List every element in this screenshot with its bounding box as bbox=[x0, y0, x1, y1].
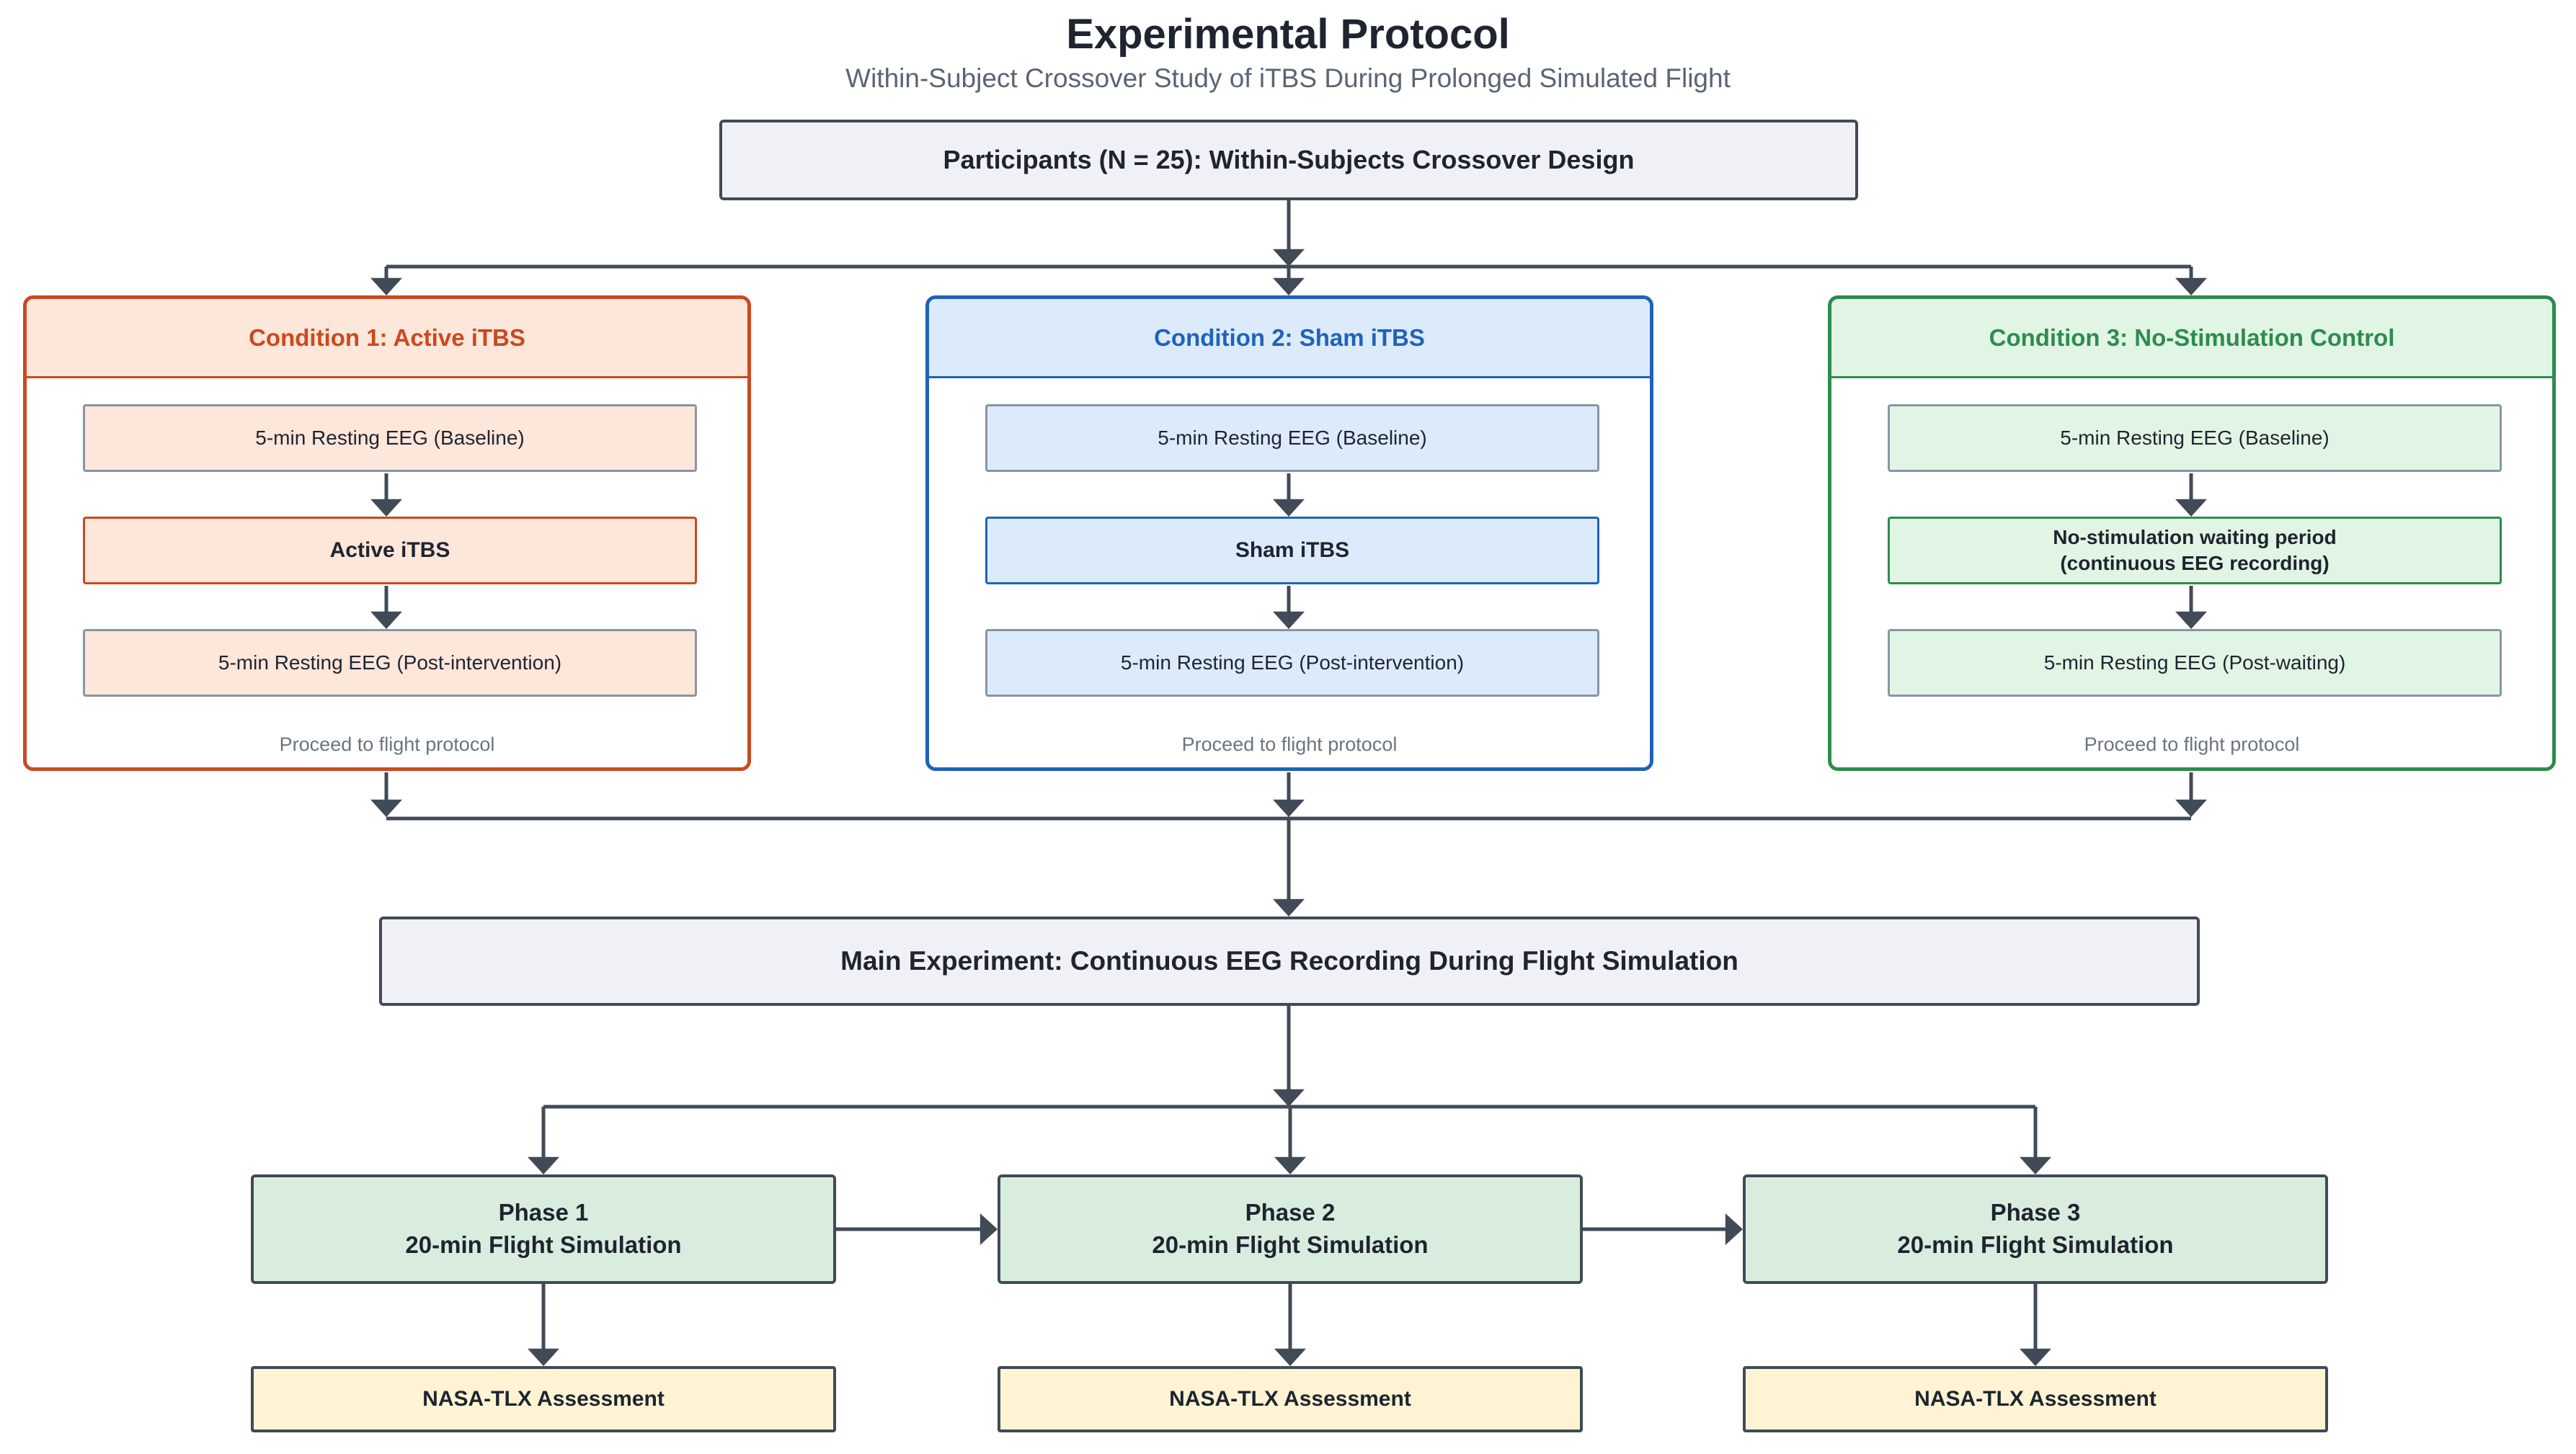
arrow-phase-3-to-assessment-head bbox=[2020, 1348, 2051, 1366]
arrow-to-condition-1-head bbox=[370, 277, 402, 295]
condition-3-intervention-line2: (continuous EEG recording) bbox=[2060, 552, 2329, 574]
arrow-condition-3-step2-head bbox=[2175, 611, 2207, 629]
diagram-title: Experimental Protocol bbox=[1066, 11, 1510, 58]
phase-3-assessment: NASA-TLX Assessment bbox=[1743, 1366, 2328, 1432]
arrow-to-phase-1-head bbox=[528, 1156, 559, 1174]
condition-2-baseline-eeg: 5-min Resting EEG (Baseline) bbox=[985, 404, 1599, 472]
condition-1-title: Condition 1: Active iTBS bbox=[27, 299, 747, 378]
arrow-to-main-experiment-head bbox=[1273, 898, 1305, 916]
arrow-to-condition-3-head bbox=[2175, 277, 2207, 295]
condition-3-intervention-line1: No-stimulation waiting period bbox=[2053, 525, 2337, 548]
arrow-condition-3-out-head bbox=[2175, 799, 2207, 817]
arrow-to-condition-2-head bbox=[1273, 277, 1305, 295]
condition-3-baseline-eeg: 5-min Resting EEG (Baseline) bbox=[1888, 404, 2502, 472]
condition-2-intervention: Sham iTBS bbox=[985, 517, 1599, 584]
arrow-condition-2-step1-head bbox=[1273, 499, 1305, 517]
arrow-participants-center-head bbox=[1273, 249, 1305, 267]
phase-1-box: Phase 1 20-min Flight Simulation bbox=[251, 1174, 836, 1284]
condition-3-panel: Condition 3: No-Stimulation Control 5-mi… bbox=[1828, 295, 2556, 771]
arrow-to-phase-3-head bbox=[2020, 1156, 2051, 1174]
condition-1-footer: Proceed to flight protocol bbox=[279, 733, 495, 755]
arrow-phase-1-to-assessment-head bbox=[528, 1348, 559, 1366]
phase-1-desc: 20-min Flight Simulation bbox=[405, 1231, 682, 1258]
condition-3-intervention: No-stimulation waiting period (continuou… bbox=[1888, 517, 2502, 584]
arrow-condition-1-out-head bbox=[370, 799, 402, 817]
arrow-phase1-to-phase2-head bbox=[980, 1213, 998, 1245]
arrow-condition-2-step2-head bbox=[1273, 611, 1305, 629]
condition-1-post-eeg: 5-min Resting EEG (Post-intervention) bbox=[83, 629, 697, 697]
phase-2-box: Phase 2 20-min Flight Simulation bbox=[998, 1174, 1583, 1284]
phase-2-assessment: NASA-TLX Assessment bbox=[998, 1366, 1583, 1432]
phase-2-name: Phase 2 bbox=[1245, 1199, 1336, 1226]
arrow-condition-2-out-head bbox=[1273, 799, 1305, 817]
arrow-phase-2-to-assessment-head bbox=[1274, 1348, 1306, 1366]
main-experiment-box: Main Experiment: Continuous EEG Recordin… bbox=[379, 916, 2200, 1006]
condition-3-post-eeg: 5-min Resting EEG (Post-waiting) bbox=[1888, 629, 2502, 697]
phase-3-box: Phase 3 20-min Flight Simulation bbox=[1743, 1174, 2328, 1284]
condition-3-footer: Proceed to flight protocol bbox=[2084, 733, 2300, 755]
phase-3-name: Phase 3 bbox=[1990, 1199, 2081, 1226]
phase-2-desc: 20-min Flight Simulation bbox=[1152, 1231, 1429, 1258]
phase-1-assessment: NASA-TLX Assessment bbox=[251, 1366, 836, 1432]
condition-2-post-eeg: 5-min Resting EEG (Post-intervention) bbox=[985, 629, 1599, 697]
condition-3-title: Condition 3: No-Stimulation Control bbox=[1831, 299, 2552, 378]
arrow-phase2-to-phase3-head bbox=[1725, 1213, 1743, 1245]
arrow-condition-1-step2-head bbox=[370, 611, 402, 629]
phase-3-desc: 20-min Flight Simulation bbox=[1897, 1231, 2174, 1258]
participants-box: Participants (N = 25): Within-Subjects C… bbox=[719, 120, 1858, 200]
condition-1-panel: Condition 1: Active iTBS 5-min Resting E… bbox=[23, 295, 751, 771]
condition-2-panel: Condition 2: Sham iTBS 5-min Resting EEG… bbox=[925, 295, 1653, 771]
arrow-condition-3-step1-head bbox=[2175, 499, 2207, 517]
phase-1-name: Phase 1 bbox=[498, 1199, 589, 1226]
diagram-subtitle: Within-Subject Crossover Study of iTBS D… bbox=[845, 63, 1731, 93]
arrow-to-phase-2-head bbox=[1274, 1156, 1306, 1174]
condition-2-footer: Proceed to flight protocol bbox=[1181, 733, 1398, 755]
arrow-main-center-head bbox=[1273, 1089, 1305, 1107]
condition-1-intervention: Active iTBS bbox=[83, 517, 697, 584]
condition-2-title: Condition 2: Sham iTBS bbox=[929, 299, 1650, 378]
arrow-condition-1-step1-head bbox=[370, 499, 402, 517]
condition-1-baseline-eeg: 5-min Resting EEG (Baseline) bbox=[83, 404, 697, 472]
